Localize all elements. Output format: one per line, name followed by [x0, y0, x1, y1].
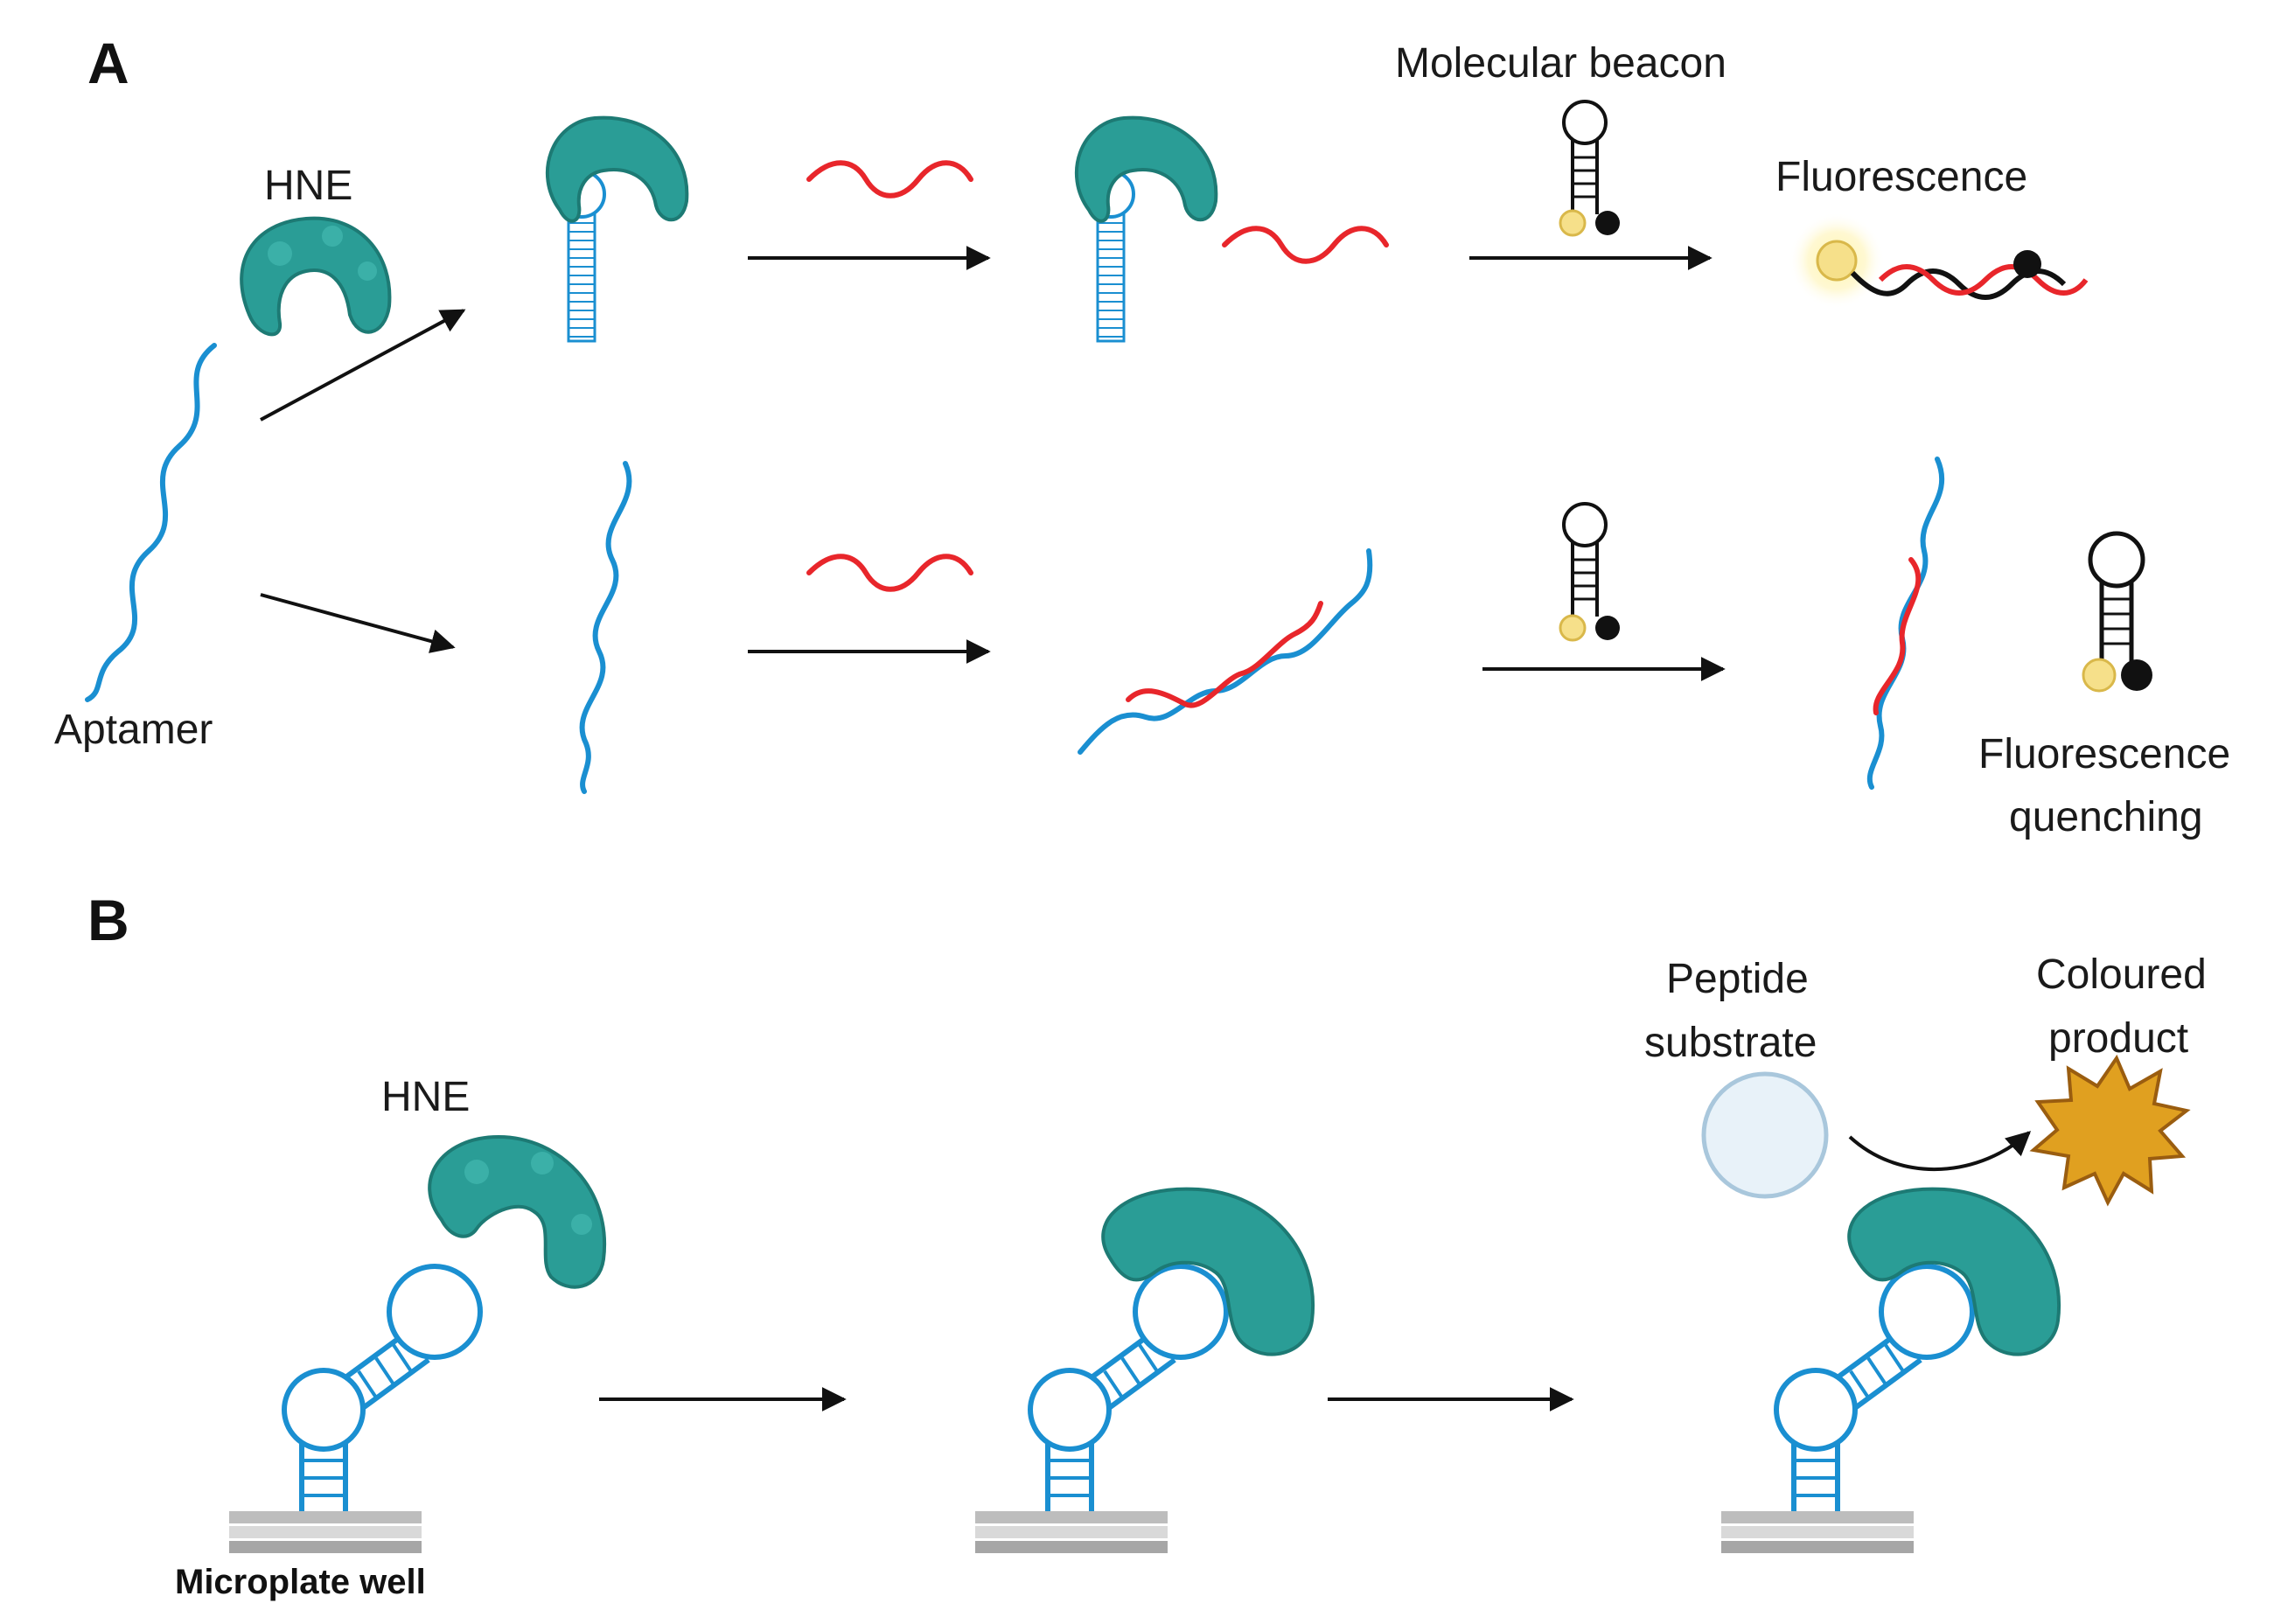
- arrow-branch-up: [260, 309, 466, 422]
- hne-protein-b: [428, 1134, 607, 1289]
- fluorescence-label: Fluorescence: [1775, 154, 2027, 200]
- peptide-substrate-circle: [1701, 1071, 1829, 1199]
- molecular-beacon-top: [1559, 100, 1620, 237]
- microplate-well-label: Microplate well: [175, 1563, 426, 1601]
- molecular-beacon-bottom: [1559, 502, 1620, 642]
- aptamer-hairpin-1: [229, 1264, 483, 1553]
- fluorophore-glowing-icon: [1816, 240, 1858, 282]
- coloured-product-label-1: Coloured: [2036, 951, 2207, 998]
- panel-label-b: B: [87, 888, 129, 952]
- molecular-beacon-label: Molecular beacon: [1395, 40, 1726, 87]
- aptamer-free: [579, 461, 632, 794]
- peptide-substrate-label-2: substrate: [1644, 1020, 1817, 1066]
- hne-label-a: HNE: [264, 163, 352, 209]
- aptamer-label: Aptamer: [54, 707, 213, 753]
- fluorophore-icon: [1559, 209, 1587, 237]
- peptide-substrate-label-1: Peptide: [1666, 956, 1809, 1002]
- aptamer-hairpin-bound-1: [975, 1187, 1315, 1553]
- hne-protein-a: [240, 216, 392, 337]
- aptamer-target-duplex-1: [1078, 548, 1373, 755]
- aptamer-hairpin-bound-2: [1721, 1187, 2061, 1553]
- molecular-beacon-closed: [2082, 531, 2152, 693]
- arrow-branch-down: [260, 593, 456, 653]
- target-strand-1: [806, 160, 973, 199]
- quencher-far-icon: [2013, 250, 2041, 278]
- hne-label-b: HNE: [381, 1074, 470, 1120]
- aptamer-strand: [85, 343, 217, 702]
- quencher-icon: [1595, 211, 1620, 235]
- panel-label-a: A: [87, 31, 129, 95]
- fluorescent-duplex: [1789, 213, 2089, 309]
- aptamer-target-duplex-2: [1866, 457, 1945, 790]
- arrow-substrate-to-product: [1848, 1131, 2032, 1171]
- fluorescence-quenching-label-1: Fluorescence: [1978, 731, 2230, 777]
- coloured-product-label-2: product: [2048, 1015, 2188, 1062]
- aptamer-hne-complex-2: [1074, 115, 1218, 343]
- coloured-product-star: [2029, 1054, 2191, 1207]
- target-strand-free: [1222, 226, 1389, 264]
- aptamer-hne-complex-1: [545, 115, 689, 343]
- target-strand-2: [806, 554, 973, 592]
- fluorescence-quenching-label-2: quenching: [2009, 794, 2203, 840]
